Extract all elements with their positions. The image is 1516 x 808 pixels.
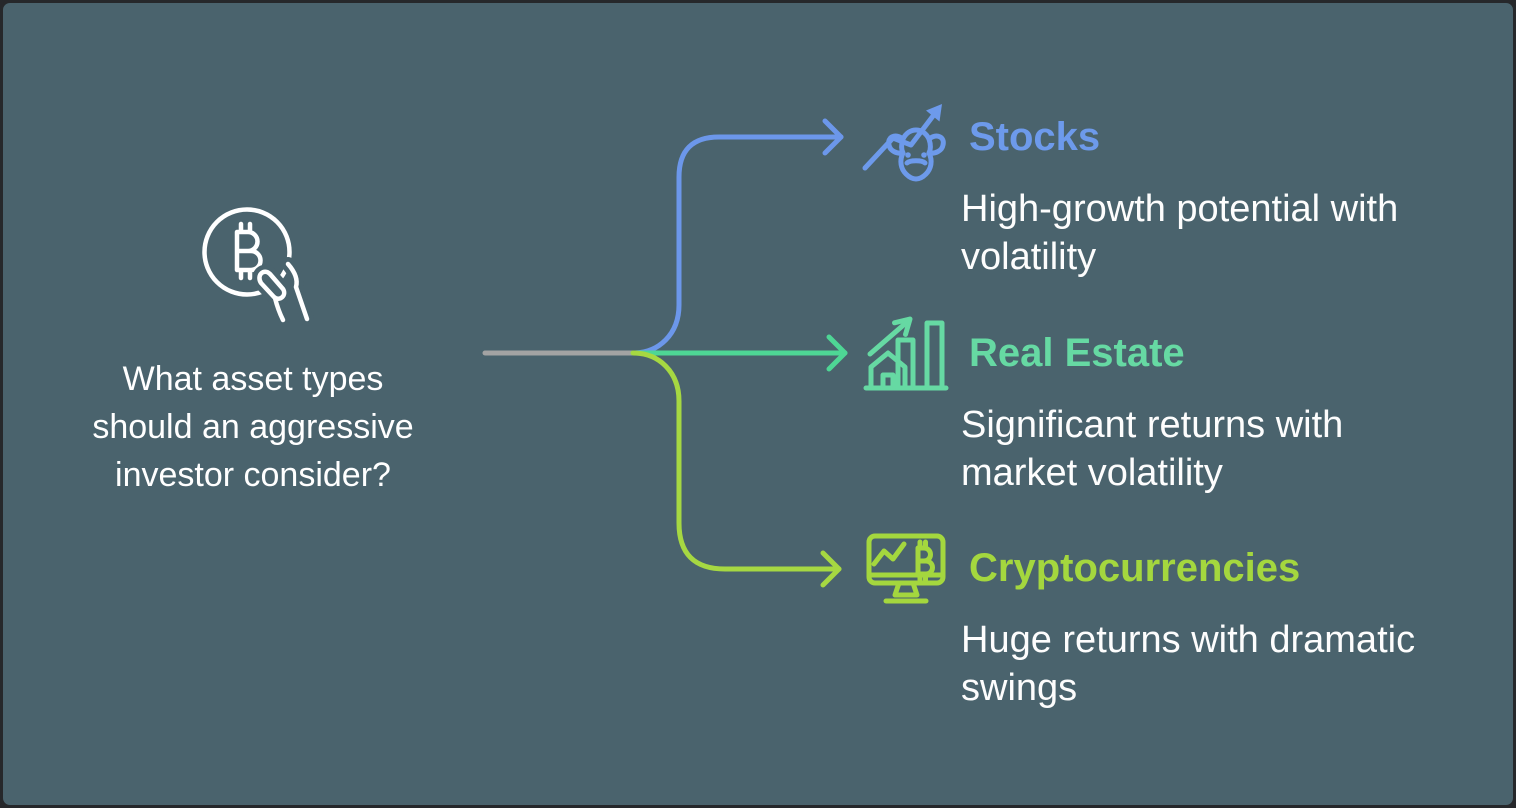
bitcoin-hand-icon	[201, 206, 319, 334]
house-growth-icon	[859, 309, 953, 401]
hand-shape	[257, 261, 310, 323]
branch-label-real-estate: Real Estate	[969, 331, 1185, 375]
bitcoin-symbol	[234, 221, 263, 281]
branch-label-cryptocurrencies: Cryptocurrencies	[969, 546, 1301, 590]
crypto-arrowhead-icon	[820, 550, 842, 588]
crypto-branch-line	[630, 350, 842, 572]
bull-trend-icon	[853, 93, 959, 183]
root-question: What asset types should an aggressive in…	[92, 360, 414, 494]
stocks-branch-line	[630, 134, 844, 356]
branch-desc-real-estate: Significant returns with market volatili…	[961, 404, 1344, 494]
branch-desc-stocks: High-growth potential with volatility	[961, 188, 1399, 278]
branch-label-stocks: Stocks	[969, 115, 1101, 159]
real-estate-arrowhead-icon	[826, 334, 848, 372]
branch-connectors	[482, 118, 848, 588]
stocks-arrowhead-icon	[822, 118, 844, 156]
branch-desc-cryptocurrencies: Huge returns with dramatic swings	[961, 619, 1416, 709]
crypto-monitor-icon	[857, 527, 951, 617]
coin-circle	[202, 207, 292, 297]
